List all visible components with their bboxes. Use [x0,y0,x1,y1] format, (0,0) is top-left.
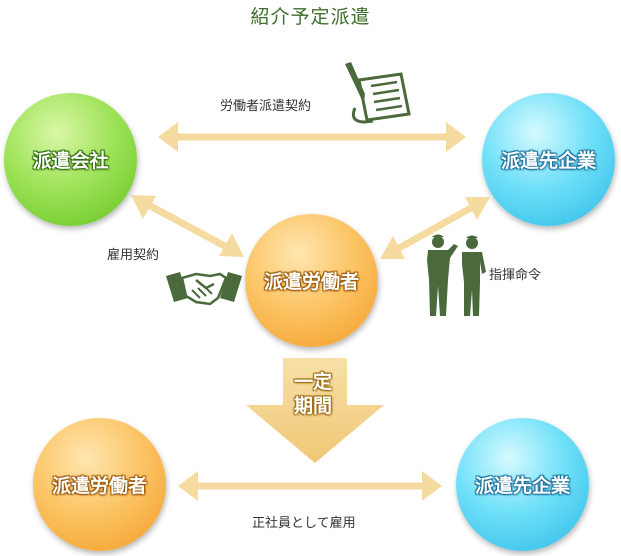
period-down-arrow [246,358,384,463]
employment-arrow [131,195,244,257]
instruction-arrow [380,197,490,259]
regular-employment-arrow [178,471,442,501]
period-label: 一定 期間 [285,370,341,418]
page-title: 紹介予定派遣 [250,6,371,28]
employment-contract-label: 雇用契約 [107,248,160,263]
worker-node-bottom: 派遣労働者 [33,418,166,551]
worker-label-center: 派遣労働者 [263,271,359,293]
contract-document-icon [345,62,411,124]
period-line2: 期間 [293,395,332,417]
period-line1: 一定 [293,371,332,393]
client-company-label-bottom: 派遣先企業 [474,475,570,497]
worker-node-center: 派遣労働者 [245,214,378,347]
handshake-icon [166,272,242,306]
client-company-label-top: 派遣先企業 [500,150,596,172]
client-company-node-bottom: 派遣先企業 [456,418,589,551]
regular-employment-label: 正社員として雇用 [252,516,356,531]
dispatch-company-label: 派遣会社 [32,150,109,172]
contract-label: 労働者派遣契約 [220,99,312,114]
instruction-label: 指揮命令 [489,268,542,283]
worker-label-bottom: 派遣労働者 [51,475,147,497]
contract-arrow [158,122,466,152]
dispatch-company-node: 派遣会社 [4,93,137,226]
client-company-node-top: 派遣先企業 [482,93,615,226]
workers-silhouette-icon [427,234,486,316]
